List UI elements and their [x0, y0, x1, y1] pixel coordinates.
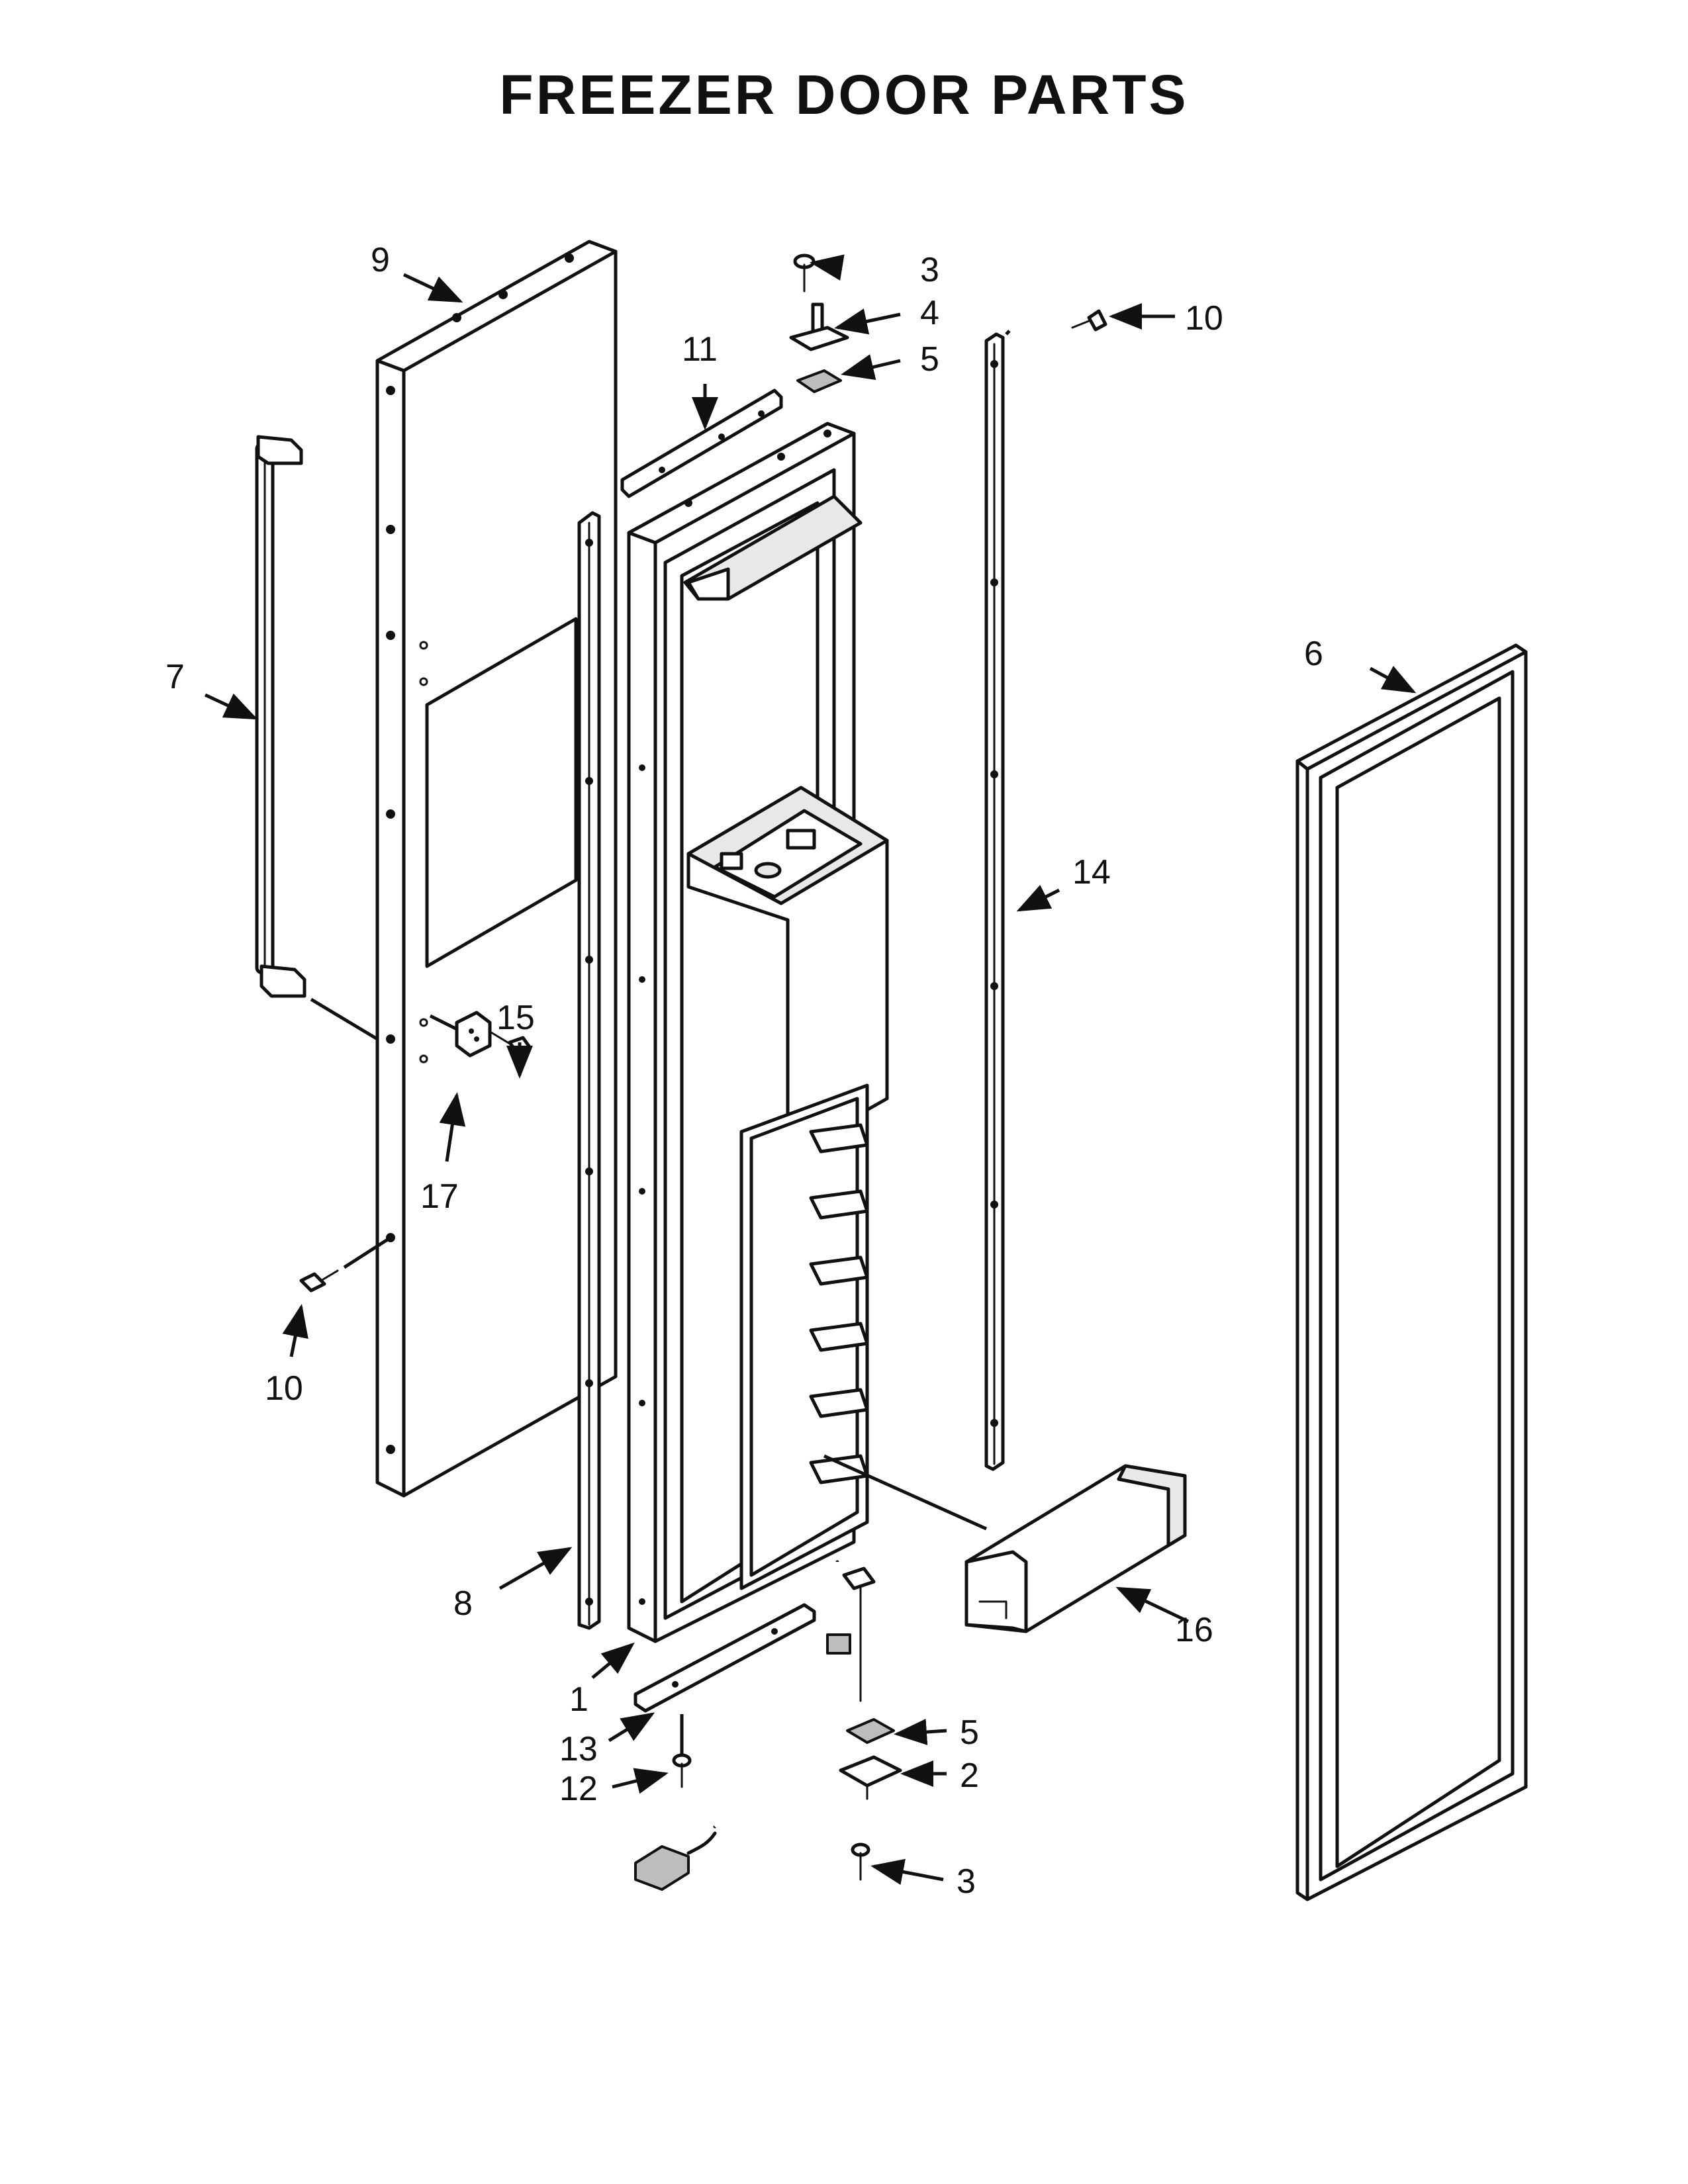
callout-3-bottom: 3 [957, 1862, 976, 1901]
callout-17: 17 [420, 1177, 459, 1216]
callout-5-top: 5 [920, 340, 939, 379]
callout-11: 11 [682, 330, 718, 369]
part-12-screw [672, 1714, 692, 1788]
water-tube-harness [634, 1560, 853, 1891]
part-2-bottom-hinge [839, 1755, 902, 1800]
page-title: FREEZER DOOR PARTS [499, 64, 1189, 126]
part-17-handle-bracket [455, 1011, 492, 1058]
callout-4: 4 [920, 294, 939, 332]
callout-10-left: 10 [265, 1369, 303, 1408]
callout-14: 14 [1072, 853, 1111, 891]
part-16-drip-tray [964, 1464, 1187, 1633]
part-8-left-trim [577, 511, 601, 1630]
bottom-hinge-assembly [839, 1567, 902, 1881]
callout-2: 2 [960, 1756, 979, 1795]
part-9-outer-panel [375, 240, 618, 1498]
callout-labels: 9 3 4 5 11 10 6 7 14 15 17 10 8 16 1 13 … [165, 241, 1323, 1901]
callout-5-bottom: 5 [960, 1713, 979, 1752]
callout-16: 16 [1175, 1611, 1213, 1649]
alignment-lines [310, 330, 1011, 1531]
part-11-top-bracket [620, 388, 783, 498]
callout-12: 12 [559, 1770, 598, 1808]
part-14-right-trim [984, 332, 1005, 1471]
part-3-bottom-screw [851, 1843, 870, 1881]
callout-1: 1 [569, 1680, 588, 1719]
part-5-top-bushing [796, 369, 842, 393]
part-6-gasket [1295, 643, 1528, 1901]
callout-6: 6 [1304, 635, 1323, 673]
callout-9: 9 [371, 241, 390, 279]
part-10-top-screw [1071, 309, 1107, 332]
callout-13: 13 [559, 1730, 598, 1768]
part-13-bottom-bracket [633, 1603, 816, 1713]
callout-7: 7 [165, 658, 185, 696]
callout-15: 15 [496, 999, 535, 1037]
part-4-hinge-pin [789, 302, 849, 351]
part-1-door-liner [627, 422, 889, 1643]
part-7-handle [255, 435, 306, 998]
part-5-bottom-bushing [846, 1718, 895, 1744]
part-10-left-screw [299, 1269, 339, 1293]
part-3-top-screw [793, 253, 816, 293]
callout-3-top: 3 [920, 251, 939, 289]
callout-8: 8 [453, 1584, 473, 1623]
callout-arrows [204, 254, 1417, 1886]
callout-10-top: 10 [1185, 299, 1223, 338]
top-hinge-assembly [789, 253, 849, 393]
dispenser-shelf-clips [809, 1123, 869, 1484]
